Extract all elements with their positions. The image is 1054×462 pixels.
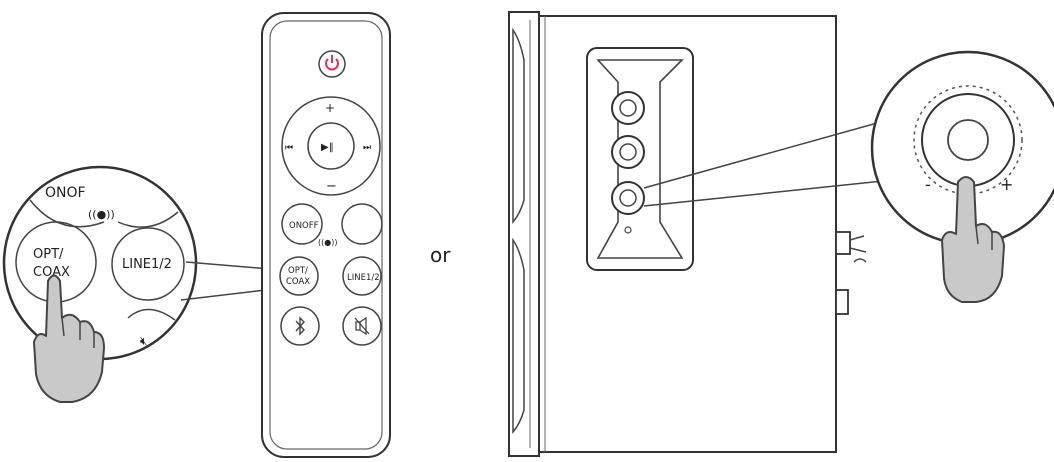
zoomed-knob-view: - +: [870, 50, 1054, 303]
zoomed-remote-view: ONOF ((●)) OPT/ COAX LINE1/2 🔇︎: [2, 165, 198, 403]
remote-dpad: [281, 96, 381, 196]
volume-up-icon: +: [325, 101, 335, 115]
speaker-knob-middle: [611, 135, 645, 169]
remote-mute-button: [342, 306, 382, 346]
remote-opt-label: OPT/: [288, 266, 308, 276]
remote-line-button: [342, 256, 382, 296]
speaker-knob-top: [611, 91, 645, 125]
remote-wireless-icon: ((●)): [318, 238, 337, 247]
speaker-side-view: [508, 11, 867, 457]
bluetooth-icon: [295, 316, 305, 336]
remote-coax-label: COAX: [286, 277, 310, 287]
zoom-minus-label: -: [925, 175, 931, 194]
zoom-mute-icon: 🔇︎: [140, 334, 148, 348]
speaker-power-socket: [835, 289, 849, 315]
speaker-indicator-light: [624, 226, 632, 234]
remote-onoff-label: ONOFF: [289, 221, 319, 231]
zoom-onoff-label: ONOF: [45, 185, 86, 201]
zoom-coax-label: COAX: [33, 265, 70, 280]
volume-down-icon: −: [326, 179, 337, 194]
zoom-wireless-icon: ((●)): [88, 208, 115, 221]
zoom-opt-label: OPT/: [33, 247, 64, 262]
zoom-line-button: [111, 227, 185, 301]
knob-hand-pointer-icon: [941, 176, 1005, 303]
remote-power-button: [318, 50, 346, 78]
previous-track-icon: ⏮: [285, 143, 293, 153]
remote-bluetooth-button: [280, 306, 320, 346]
remote-wireless-button: [341, 203, 383, 245]
next-track-icon: ⏭: [363, 143, 371, 153]
zoom-line-label: LINE1/2: [122, 257, 172, 272]
remote-play-pause-button: [307, 122, 355, 170]
separator-text: or: [430, 243, 451, 267]
play-pause-icon: ▶‖: [321, 142, 334, 153]
speaker-volume-knob: [611, 181, 645, 215]
mute-icon: [354, 316, 370, 336]
remote-onoff-button: [281, 203, 323, 245]
zoom-hand-pointer-icon: [33, 274, 105, 403]
remote-line-label: LINE1/2: [347, 273, 380, 283]
speaker-rear-jack: [835, 231, 851, 255]
knob-connector-lines: [643, 119, 913, 207]
remote-opt-coax-button: [279, 256, 319, 296]
remote-control: ▶‖ + − ⏮ ⏭ ONOFF ((●)) OPT/ COAX LINE1/2: [261, 12, 391, 458]
power-icon: [325, 55, 339, 71]
zoom-plus-label: +: [1000, 175, 1013, 194]
